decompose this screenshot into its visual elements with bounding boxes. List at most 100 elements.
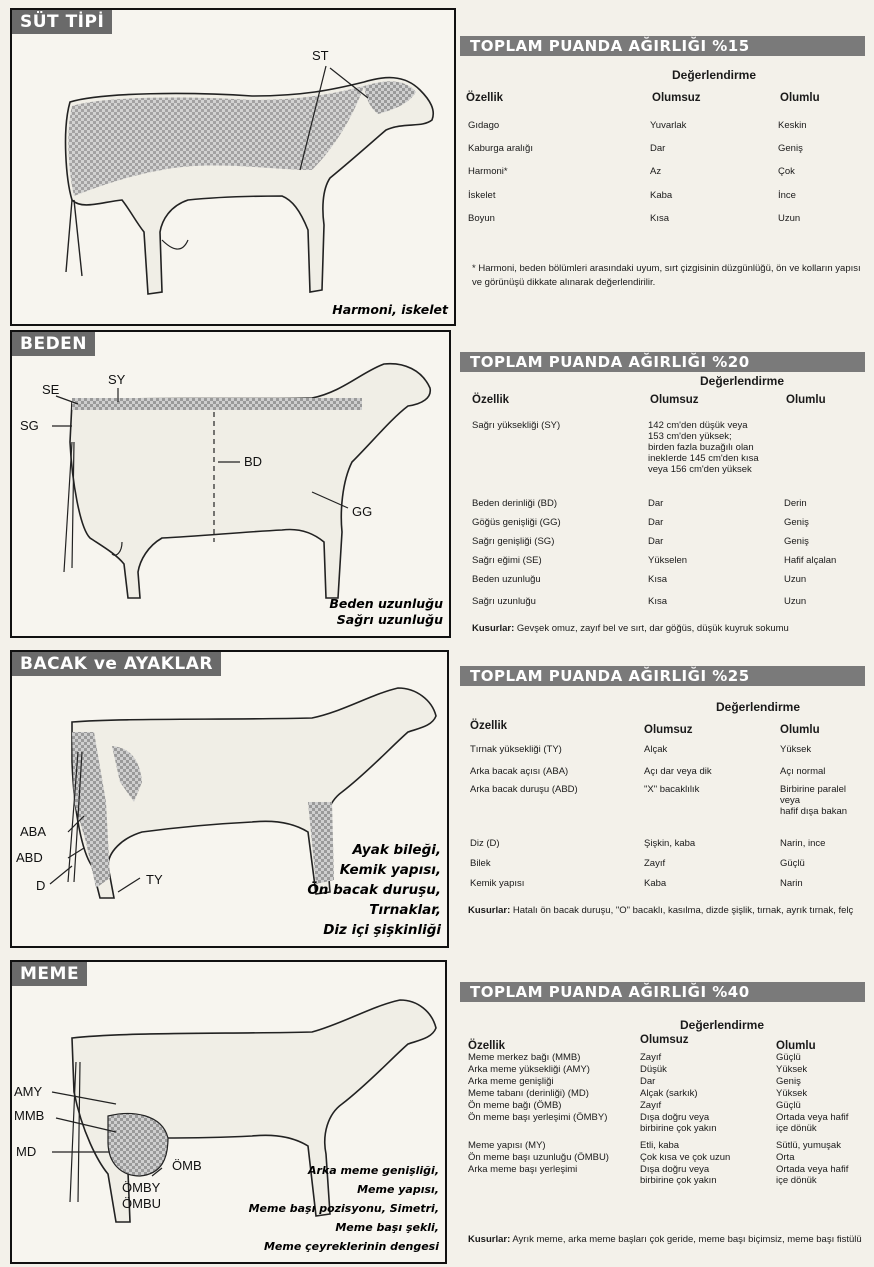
cell-positive: Sütlü, yumuşak: [776, 1140, 841, 1151]
weight-banner: TOPLAM PUANDA AĞIRLIĞI %20: [460, 352, 865, 372]
cell-positive: Derin: [784, 498, 807, 509]
cell-positive: İnce: [778, 190, 796, 201]
cell-negative: Kısa: [650, 213, 669, 224]
col-header-trait: Özellik: [468, 1040, 505, 1052]
cell-trait: Meme yapısı (MY): [468, 1140, 546, 1151]
cell-trait: Sağrı genişliği (SG): [472, 536, 554, 547]
cell-positive: Güçlü: [776, 1052, 801, 1063]
cell-trait: Bilek: [470, 858, 491, 869]
panel-caption: Arka meme genişliği, Meme yapısı, Meme b…: [249, 1161, 439, 1256]
note-label: Kusurlar:: [472, 623, 514, 634]
cow-illustration: [12, 10, 454, 324]
note-label: Kusurlar:: [468, 905, 510, 916]
caption-line: Sağrı uzunluğu: [329, 612, 443, 628]
cell-positive: Geniş: [784, 536, 809, 547]
note-text: Gevşek omuz, zayıf bel ve sırt, dar göğü…: [517, 623, 789, 634]
cell-trait: Ön meme başı uzunluğu (ÖMBU): [468, 1152, 609, 1163]
col-header-trait: Özellik: [470, 720, 507, 732]
col-header-positive: Olumlu: [786, 394, 826, 406]
cell-positive: Yüksek: [780, 744, 811, 755]
col-header-negative: Olumsuz: [650, 394, 699, 406]
panel-caption: Ayak bileği, Kemik yapısı, Ön bacak duru…: [307, 840, 441, 940]
col-header-negative: Olumsuz: [640, 1034, 689, 1046]
cell-negative: Dar: [648, 536, 663, 547]
caption-line: Meme çeyreklerinin dengesi: [249, 1237, 439, 1256]
cell-trait: Arka bacak açısı (ABA): [470, 766, 568, 777]
cell-negative: Alçak: [644, 744, 667, 755]
cell-positive: Uzun: [784, 574, 806, 585]
label-st: ST: [312, 48, 329, 63]
note-text: Hatalı ön bacak duruşu, "O" bacaklı, kas…: [513, 905, 853, 916]
cell-positive: Keskin: [778, 120, 807, 131]
col-header-trait: Özellik: [472, 394, 509, 406]
caption-line: Diz içi şişkinliği: [307, 920, 441, 940]
cell-negative: Zayıf: [640, 1052, 661, 1063]
cell-trait: Kemik yapısı: [470, 878, 524, 889]
cell-trait: Arka meme başı yerleşimi: [468, 1164, 577, 1175]
cell-positive: Yüksek: [776, 1088, 807, 1099]
weight-banner: TOPLAM PUANDA AĞIRLIĞI %25: [460, 666, 865, 686]
cell-positive: Narin: [780, 878, 803, 889]
col-header-trait: Özellik: [466, 92, 503, 104]
caption-line: Meme başı şekli,: [249, 1218, 439, 1237]
cell-negative: Kısa: [648, 574, 667, 585]
cell-negative: Dışa doğru veya birbirine çok yakın: [640, 1112, 717, 1134]
cell-trait: Sağrı eğimi (SE): [472, 555, 542, 566]
cell-trait: Göğüs genişliği (GG): [472, 517, 561, 528]
label-amy: AMY: [14, 1084, 42, 1099]
caption-line: Meme yapısı,: [249, 1180, 439, 1199]
cell-negative: Yuvarlak: [650, 120, 686, 131]
bacak-panel: BACAK ve AYAKLAR ABA ABD D TY Ayak bileğ…: [10, 650, 449, 948]
label-bd: BD: [244, 454, 262, 469]
cell-negative: Şişkin, kaba: [644, 838, 695, 849]
cell-positive: Ortada veya hafif içe dönük: [776, 1164, 848, 1186]
cell-negative: Dışa doğru veya birbirine çok yakın: [640, 1164, 717, 1186]
cell-positive: Geniş: [776, 1076, 801, 1087]
cell-positive: Uzun: [778, 213, 800, 224]
cell-trait: Arka meme genişliği: [468, 1076, 554, 1087]
label-abd: ABD: [16, 850, 43, 865]
caption-line: Kemik yapısı,: [307, 860, 441, 880]
cell-negative: 142 cm'den düşük veya 153 cm'den yüksek;…: [648, 420, 759, 475]
col-header-negative: Olumsuz: [652, 92, 701, 104]
cell-negative: Zayıf: [644, 858, 665, 869]
meme-panel: MEME AMY MMB MD ÖMB ÖMBY ÖMBU Arka meme …: [10, 960, 447, 1264]
table-title: Değerlendirme: [716, 700, 800, 714]
table-title: Değerlendirme: [700, 374, 784, 388]
cell-negative: Etli, kaba: [640, 1140, 679, 1151]
cell-negative: Dar: [648, 517, 663, 528]
weight-banner: TOPLAM PUANDA AĞIRLIĞI %40: [460, 982, 865, 1002]
caption-line: Arka meme genişliği,: [249, 1161, 439, 1180]
cell-negative: Az: [650, 166, 661, 177]
cell-trait: Sağrı yüksekliği (SY): [472, 420, 560, 431]
cell-positive: Orta: [776, 1152, 794, 1163]
cell-trait: Diz (D): [470, 838, 500, 849]
cell-positive: Ortada veya hafif içe dönük: [776, 1112, 848, 1134]
cow-illustration: [12, 332, 449, 636]
table-note: Kusurlar: Ayrık meme, arka meme başları …: [468, 1234, 868, 1246]
cell-positive: Geniş: [784, 517, 809, 528]
panel-caption: Beden uzunluğu Sağrı uzunluğu: [329, 596, 443, 628]
table-note: Kusurlar: Hatalı ön bacak duruşu, "O" ba…: [468, 904, 868, 918]
caption-line: Tırnaklar,: [307, 900, 441, 920]
caption-line: Harmoni, iskelet: [332, 302, 448, 318]
label-d: D: [36, 878, 45, 893]
label-sg: SG: [20, 418, 39, 433]
label-mmb: MMB: [14, 1108, 44, 1123]
table-title: Değerlendirme: [680, 1018, 764, 1032]
label-gg: GG: [352, 504, 372, 519]
caption-line: Meme başı pozisyonu, Simetri,: [249, 1199, 439, 1218]
table-note: Kusurlar: Gevşek omuz, zayıf bel ve sırt…: [472, 622, 867, 636]
col-header-positive: Olumlu: [776, 1040, 816, 1052]
cell-positive: Narin, ince: [780, 838, 825, 849]
cell-negative: Zayıf: [640, 1100, 661, 1111]
beden-panel: BEDEN SE SY SG BD GG Beden uzunluğu Sağr…: [10, 330, 451, 638]
cell-negative: Yükselen: [648, 555, 687, 566]
cell-trait: Boyun: [468, 213, 495, 224]
label-omby: ÖMBY: [122, 1180, 160, 1195]
cell-positive: Çok: [778, 166, 795, 177]
cell-trait: Ön meme başı yerleşimi (ÖMBY): [468, 1112, 607, 1123]
label-aba: ABA: [20, 824, 46, 839]
label-ty: TY: [146, 872, 163, 887]
cell-trait: Kaburga aralığı: [468, 143, 533, 154]
